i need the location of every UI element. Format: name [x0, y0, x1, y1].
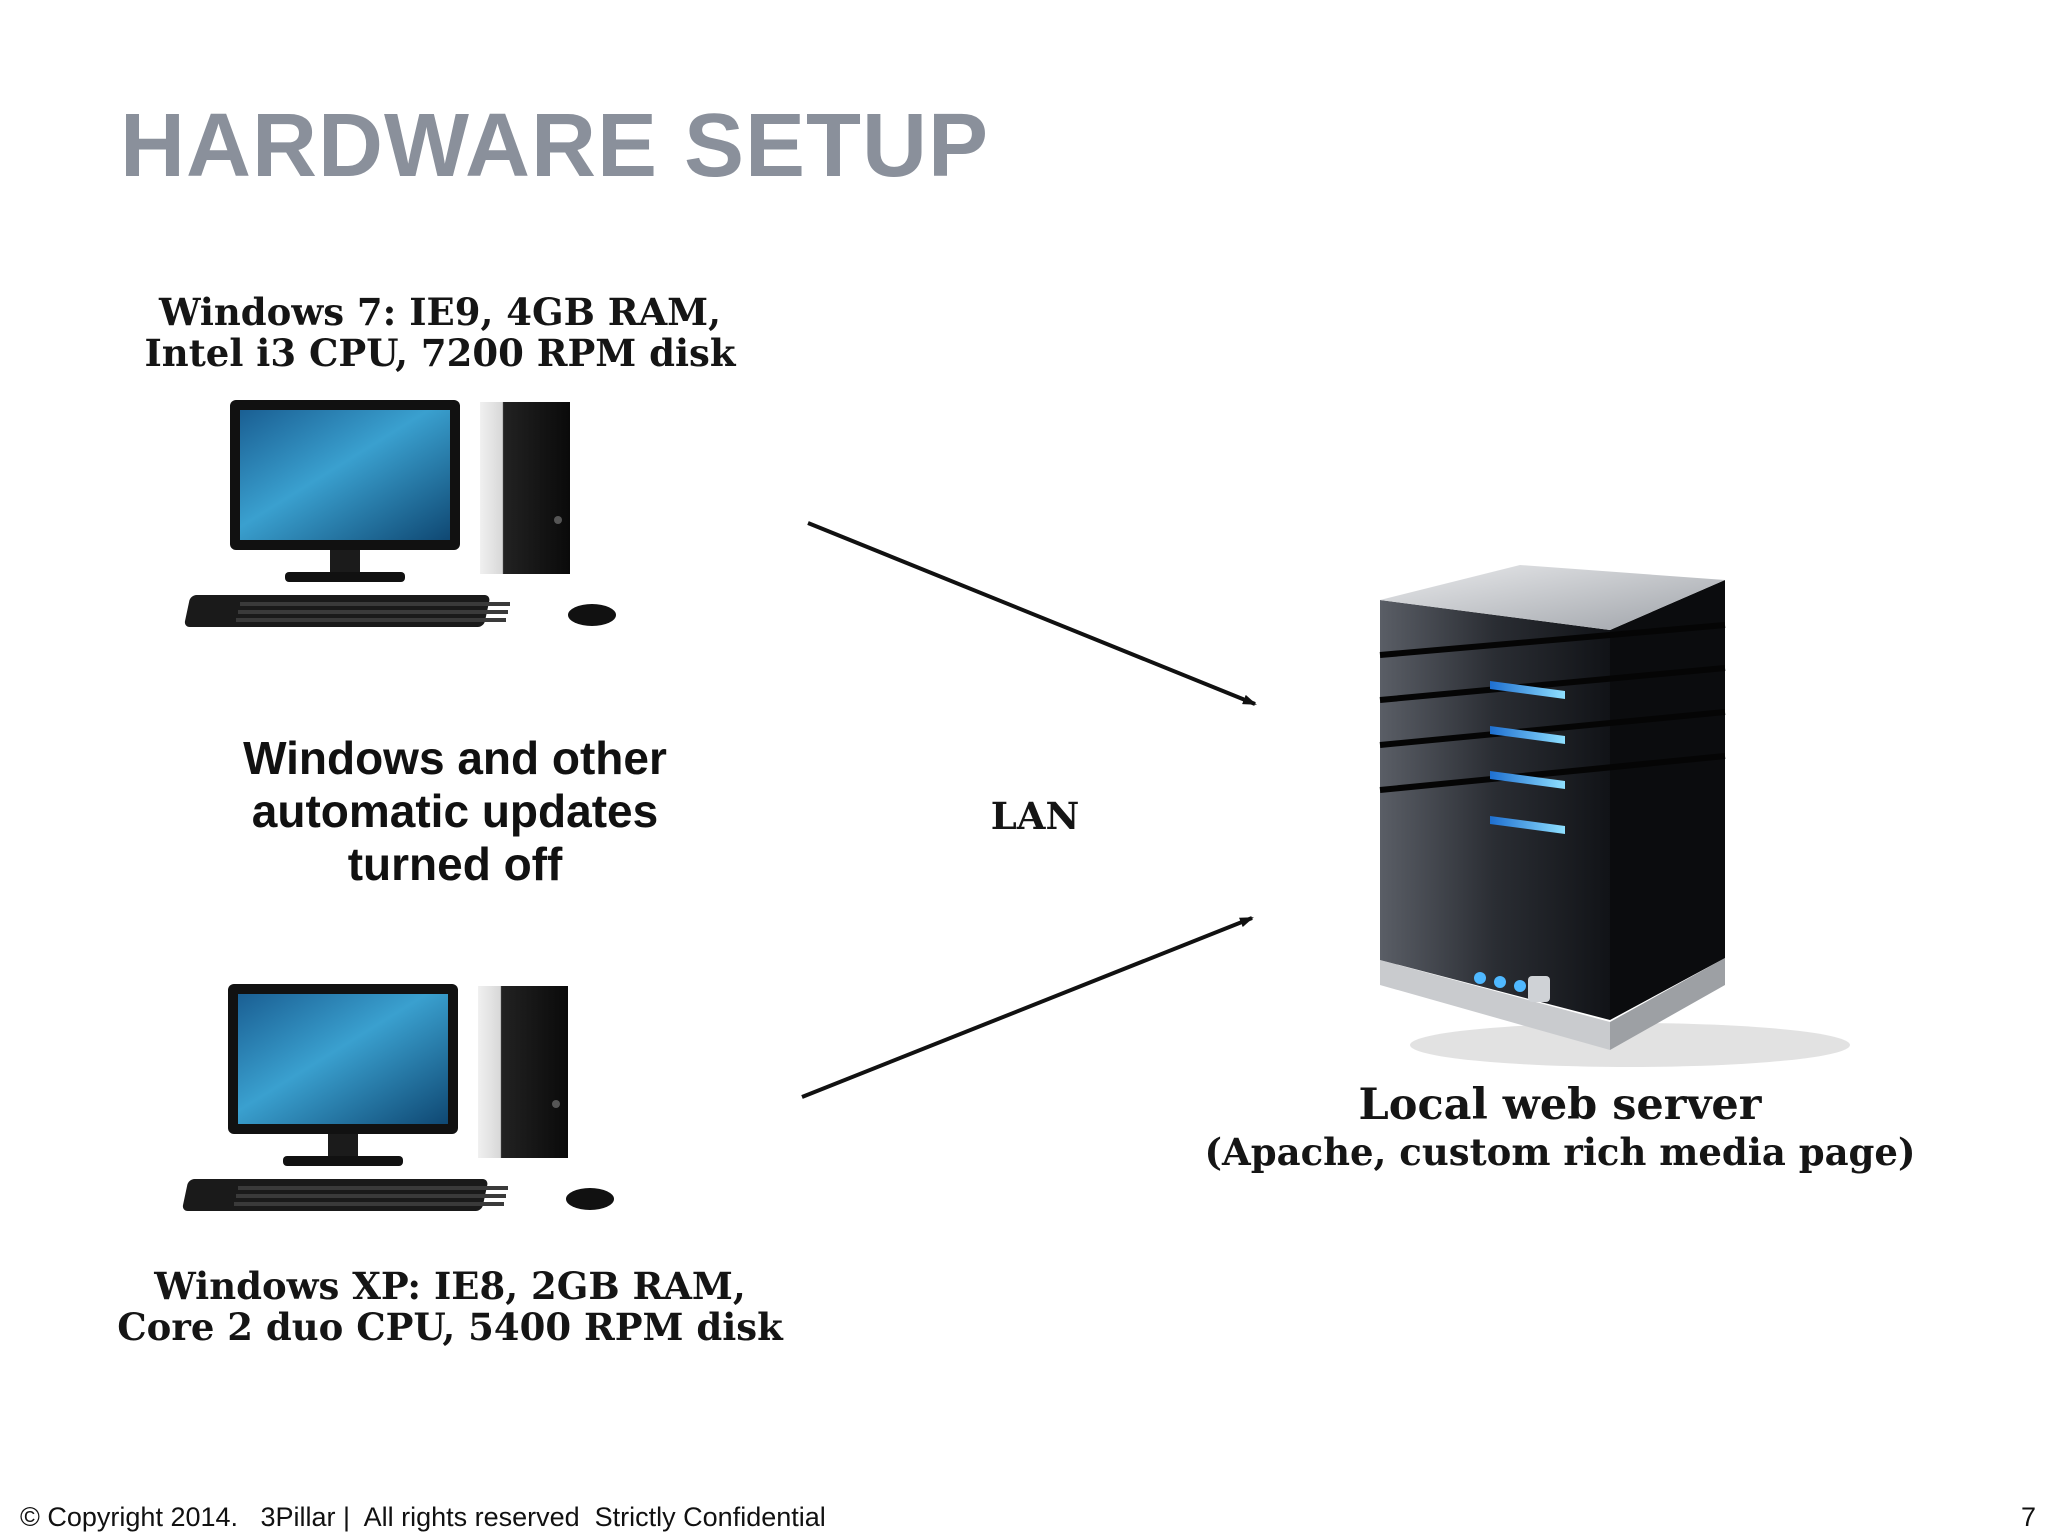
mouse — [566, 1188, 614, 1210]
client-1-specs: Windows 7: IE9, 4GB RAM, Intel i3 CPU, 7… — [140, 290, 740, 376]
lan-label: LAN — [990, 794, 1080, 838]
updates-note-line1: Windows and other — [243, 732, 667, 784]
client-1-specs-line2: Intel i3 CPU, 7200 RPM disk — [144, 331, 736, 376]
client-2-specs: Windows XP: IE8, 2GB RAM, Core 2 duo CPU… — [90, 1264, 810, 1350]
tower — [480, 402, 570, 574]
arrow-icon — [801, 916, 1254, 1099]
client-1-specs-line1: Windows 7: IE9, 4GB RAM, — [158, 290, 722, 334]
page-number: 7 — [2020, 1502, 2036, 1532]
client-2-specs-line1: Windows XP: IE8, 2GB RAM, — [154, 1264, 746, 1308]
mouse — [568, 604, 616, 626]
slide-title: HARDWARE SETUP — [120, 96, 990, 196]
arrow-icon — [807, 521, 1257, 706]
server-icon — [1379, 565, 1850, 1067]
tower — [478, 986, 568, 1158]
footer-copyright: © Copyright 2014. 3Pillar | All rights r… — [20, 1502, 826, 1532]
desktop-computer-icon — [184, 400, 616, 627]
server-caption: Local web server (Apache, custom rich me… — [1180, 1080, 1940, 1174]
desktop-computer-icon — [182, 984, 614, 1211]
server-sublabel: (Apache, custom rich media page) — [1204, 1129, 1916, 1174]
monitor-screen — [240, 410, 450, 540]
client-2-specs-line2: Core 2 duo CPU, 5400 RPM disk — [117, 1305, 783, 1350]
server-label: Local web server — [1358, 1080, 1762, 1130]
updates-note-line2: automatic updates — [251, 784, 659, 837]
monitor-screen — [238, 994, 448, 1124]
updates-note-line3: turned off — [347, 837, 563, 890]
updates-note: Windows and other automatic updates turn… — [160, 732, 750, 891]
